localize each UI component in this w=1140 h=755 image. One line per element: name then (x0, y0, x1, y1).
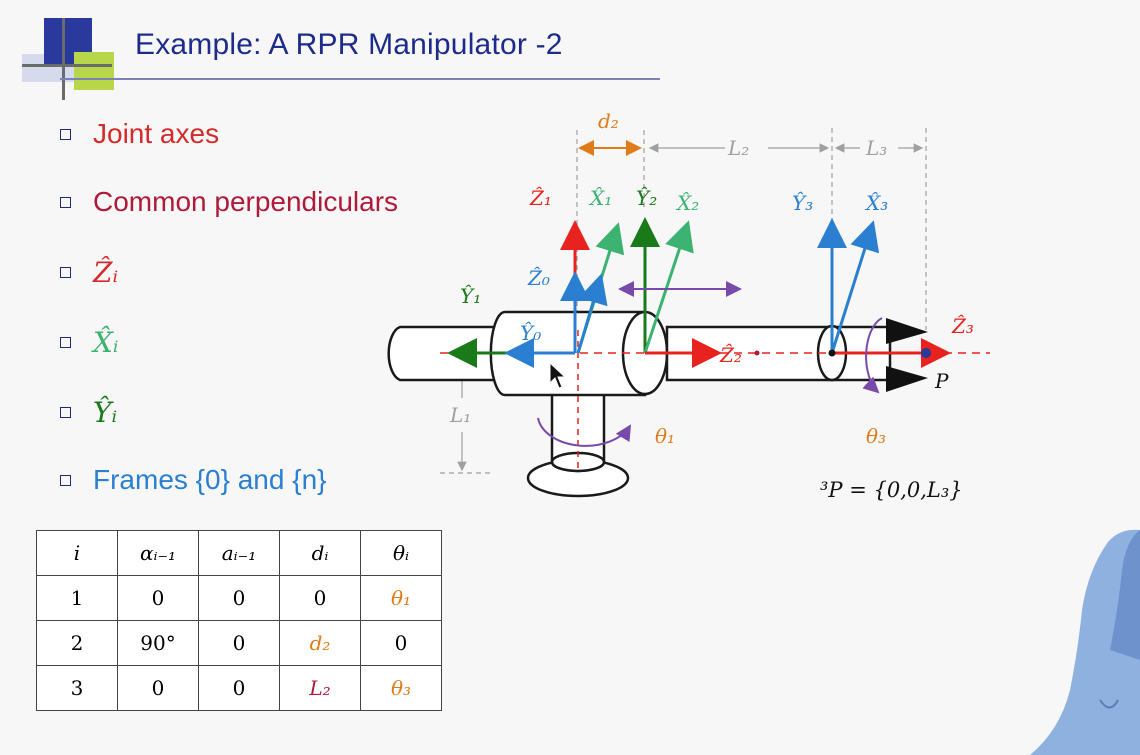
table-cell: 0 (117, 575, 199, 621)
bullet-joint-axes: Joint axes (60, 118, 219, 150)
bullet-box-icon (60, 196, 71, 208)
bullet-text: Ŷᵢ (93, 396, 118, 429)
frame-2-marker (754, 350, 760, 356)
point-p (921, 348, 931, 358)
slide-title: Example: A RPR Manipulator -2 (135, 28, 563, 61)
presenter-silhouette (1030, 529, 1140, 755)
table-row: 3 0 0 L₂ θ₃ (36, 665, 442, 711)
title-underline (60, 78, 660, 80)
label-z0: Ẑ₀ (527, 266, 550, 290)
x3-axis-arrow (830, 220, 880, 354)
label-theta3: θ₃ (866, 424, 886, 448)
table-header-cell: dᵢ (279, 530, 361, 576)
mouse-cursor-icon (549, 361, 567, 389)
table-cell: 2 (36, 620, 118, 666)
label-p: P (934, 369, 949, 393)
label-y1: Ŷ₁ (460, 284, 481, 308)
table-cell: 0 (198, 620, 280, 666)
table-header-cell: aᵢ₋₁ (198, 530, 280, 576)
label-z3: Ẑ₃ (951, 314, 974, 338)
table-cell: 3 (36, 665, 118, 711)
table-header-cell: i (36, 530, 118, 576)
bullet-x-axes: X̂ᵢ (60, 326, 119, 359)
point-p-formula: ³P = {0,0,L₃} (820, 478, 963, 502)
bullet-box-icon (60, 267, 71, 278)
dimension-guide-lines (440, 128, 927, 474)
label-l2: L₂ (727, 136, 749, 160)
label-l1: L₁ (449, 403, 471, 427)
label-x3: X̂₃ (864, 191, 888, 215)
table-cell: 1 (36, 575, 118, 621)
table-header-row: i αᵢ₋₁ aᵢ₋₁ dᵢ θᵢ (36, 530, 442, 576)
label-d2: d₂ (598, 109, 619, 133)
label-x1: X̂₁ (588, 186, 612, 210)
bullet-box-icon (60, 407, 71, 418)
table-cell: L₂ (279, 665, 361, 711)
bullet-box-icon (60, 474, 71, 486)
slide-logo (22, 18, 114, 100)
bullet-box-icon (60, 128, 71, 140)
theta3-rotation-arrow (862, 317, 883, 394)
label-y3: Ŷ₃ (792, 191, 813, 215)
bullet-z-axes: Ẑᵢ (60, 256, 118, 289)
gripper (886, 318, 928, 392)
label-x2: X̂₂ (675, 191, 699, 215)
bullet-text: Joint axes (93, 118, 220, 149)
table-row: 2 90° 0 d₂ 0 (36, 620, 442, 666)
bullet-text: Ẑᵢ (93, 256, 119, 289)
dh-parameter-table: i αᵢ₋₁ aᵢ₋₁ dᵢ θᵢ 1 0 0 0 θ₁ 2 90° 0 d₂ … (36, 530, 442, 711)
table-cell: 90° (117, 620, 199, 666)
bullet-common-perpendiculars: Common perpendiculars (60, 186, 398, 218)
table-cell: 0 (117, 665, 199, 711)
label-l3: L₃ (865, 136, 887, 160)
theta1-rotation-arrow (537, 417, 632, 447)
bullet-text: Common perpendiculars (93, 186, 399, 217)
label-y2: Ŷ₂ (636, 186, 657, 210)
table-cell: θ₃ (360, 665, 442, 711)
table-cell: 0 (198, 575, 280, 621)
label-z2: Ẑ₂ (719, 343, 742, 367)
bullet-y-axes: Ŷᵢ (60, 396, 117, 429)
bullet-text: X̂ᵢ (93, 326, 119, 359)
label-y0: Ŷ₀ (520, 321, 541, 345)
table-row: 1 0 0 0 θ₁ (36, 575, 442, 621)
bullet-text: Frames {0} and {n} (93, 464, 327, 495)
table-cell: 0 (360, 620, 442, 666)
bullet-frames: Frames {0} and {n} (60, 464, 327, 496)
x0-axis-arrow (576, 273, 608, 354)
label-theta1: θ₁ (655, 424, 675, 448)
frame-3-origin (828, 349, 836, 357)
label-z1: Ẑ₁ (529, 186, 552, 210)
bullet-box-icon (60, 337, 71, 348)
